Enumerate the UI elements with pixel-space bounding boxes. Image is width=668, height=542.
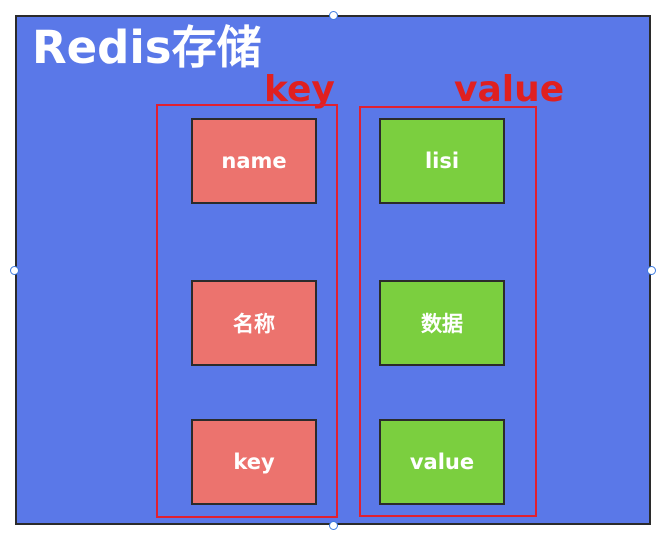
key-cell: 名称 bbox=[191, 280, 317, 366]
selection-handle-top[interactable] bbox=[329, 11, 338, 20]
selection-handle-left[interactable] bbox=[10, 266, 19, 275]
value-cell: 数据 bbox=[379, 280, 505, 366]
value-group-box bbox=[359, 106, 537, 517]
value-cell: lisi bbox=[379, 118, 505, 204]
value-group-label: value bbox=[454, 69, 565, 110]
diagram-canvas bbox=[15, 15, 651, 525]
value-cell: value bbox=[379, 419, 505, 505]
selection-handle-bottom[interactable] bbox=[329, 521, 338, 530]
key-cell: key bbox=[191, 419, 317, 505]
key-group-box bbox=[156, 104, 338, 518]
key-cell: name bbox=[191, 118, 317, 204]
diagram-title: Redis存储 bbox=[32, 21, 262, 74]
selection-handle-right[interactable] bbox=[647, 266, 656, 275]
key-group-label: key bbox=[264, 69, 335, 110]
